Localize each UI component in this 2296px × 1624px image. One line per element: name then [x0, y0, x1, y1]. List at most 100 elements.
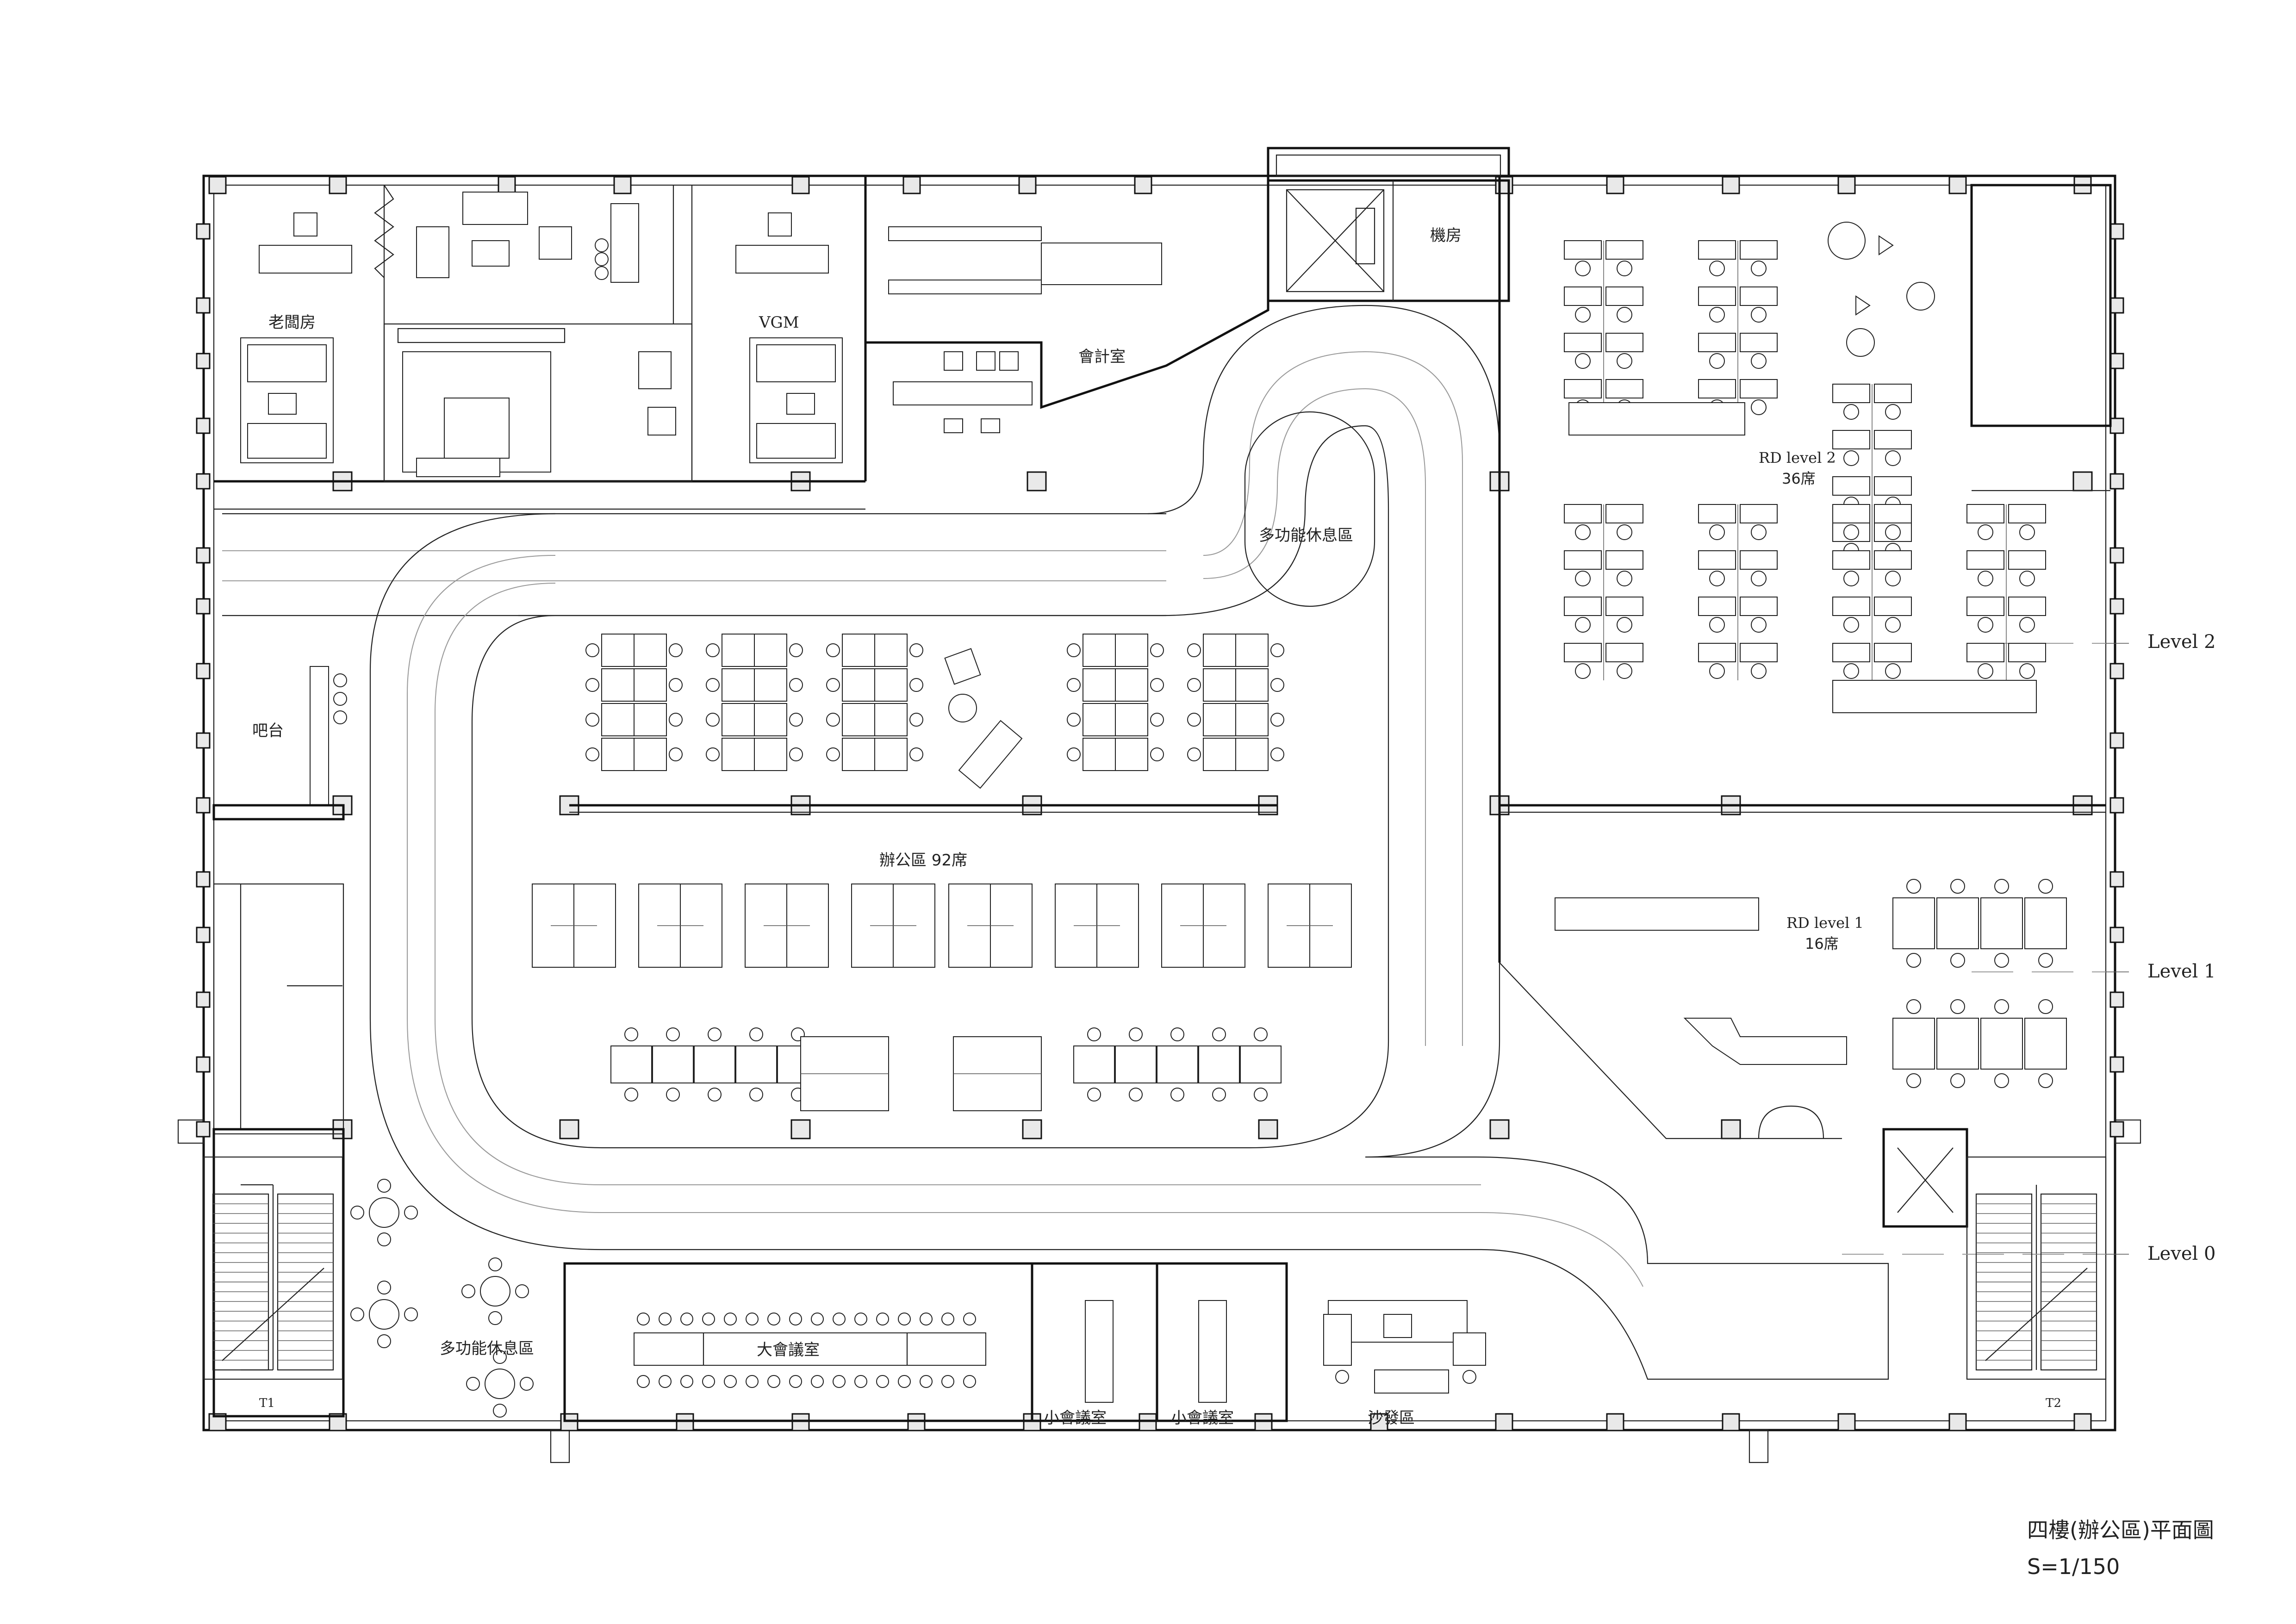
chair [833, 1313, 846, 1325]
round-table [480, 1276, 510, 1307]
chair [1150, 643, 1164, 657]
chair [1843, 404, 1859, 420]
room-labels: 老闆房 VGM 會計室 機房 多功能休息區 吧台 辦公區 92席 RD leve… [252, 226, 2215, 1427]
chair [1994, 999, 2009, 1014]
chair [1067, 747, 1081, 761]
chair [1906, 1073, 1921, 1088]
desk [1115, 738, 1148, 771]
chair [624, 1088, 638, 1101]
chair [1187, 678, 1201, 692]
desk [1740, 643, 1778, 662]
chair [1978, 617, 1993, 633]
chair [706, 678, 720, 692]
desk [1698, 333, 1736, 352]
desk [1157, 1045, 1198, 1083]
column [1495, 1413, 1513, 1431]
chair [350, 1206, 364, 1220]
column [498, 176, 516, 194]
chair [624, 1027, 638, 1041]
chair [1270, 643, 1284, 657]
stair-t2-label: T2 [2046, 1396, 2061, 1410]
chair [488, 1257, 502, 1271]
column [1370, 1413, 1388, 1431]
chair [1843, 450, 1859, 466]
chair [669, 713, 683, 727]
chair [377, 1179, 391, 1193]
chair [2038, 1073, 2053, 1088]
desk [601, 634, 635, 667]
desk [874, 634, 908, 667]
desk [1740, 286, 1778, 306]
desk [1083, 634, 1116, 667]
chair [1212, 1027, 1226, 1041]
desk [1966, 643, 2004, 662]
desk [634, 738, 667, 771]
chair [1751, 617, 1767, 633]
chair [1067, 678, 1081, 692]
desk [1115, 703, 1148, 736]
desk [722, 634, 755, 667]
chair [767, 1375, 780, 1388]
chair [826, 713, 840, 727]
column [2109, 797, 2124, 814]
rd-area [1498, 176, 2129, 1380]
desk [874, 738, 908, 771]
desk [1874, 550, 1912, 570]
column [196, 871, 211, 888]
chair [1950, 953, 1965, 968]
desk [1698, 597, 1736, 616]
chair [1270, 678, 1284, 692]
chair [826, 678, 840, 692]
chair [1885, 450, 1901, 466]
chair [1617, 663, 1632, 679]
desk [754, 668, 787, 702]
chair [708, 1027, 722, 1041]
desk [1740, 550, 1778, 570]
desk [1073, 1045, 1115, 1083]
machine-room [1267, 179, 1510, 302]
chair [909, 747, 923, 761]
column [1837, 176, 1856, 194]
chair [1843, 663, 1859, 679]
chair [493, 1350, 507, 1364]
column [2109, 353, 2124, 369]
chair [920, 1313, 933, 1325]
chair [1170, 1027, 1184, 1041]
chair [1617, 617, 1632, 633]
bottom-rooms [212, 1179, 2097, 1422]
desk [1564, 550, 1602, 570]
chair [789, 1375, 802, 1388]
column [196, 297, 211, 314]
desk [1980, 1018, 2023, 1070]
desk [1235, 703, 1269, 736]
desk [2008, 504, 2046, 523]
stair-arrow [1985, 1268, 2088, 1361]
column [559, 1119, 579, 1139]
desk [1832, 476, 1870, 496]
chair [1187, 713, 1201, 727]
chair [1709, 524, 1725, 540]
desk [2024, 897, 2067, 949]
chair [854, 1375, 867, 1388]
rd1-seats-label: 16席 [1805, 935, 1839, 952]
desk [1936, 1018, 1979, 1070]
chair [789, 643, 803, 657]
chair [1906, 999, 1921, 1014]
desk [1832, 384, 1870, 403]
chair [746, 1313, 759, 1325]
column [2109, 732, 2124, 749]
column [907, 1413, 926, 1431]
chair [1950, 1073, 1965, 1088]
chair [1067, 643, 1081, 657]
desk [1564, 333, 1602, 352]
chair [637, 1313, 650, 1325]
column [2109, 598, 2124, 615]
chair [637, 1375, 650, 1388]
chair [1575, 261, 1591, 276]
stair-t1-label: T1 [259, 1396, 275, 1410]
desk [1605, 643, 1643, 662]
sofa-area-label: 沙發區 [1368, 1409, 1415, 1427]
desk [1235, 738, 1269, 771]
column [1606, 176, 1624, 194]
desk [1564, 504, 1602, 523]
